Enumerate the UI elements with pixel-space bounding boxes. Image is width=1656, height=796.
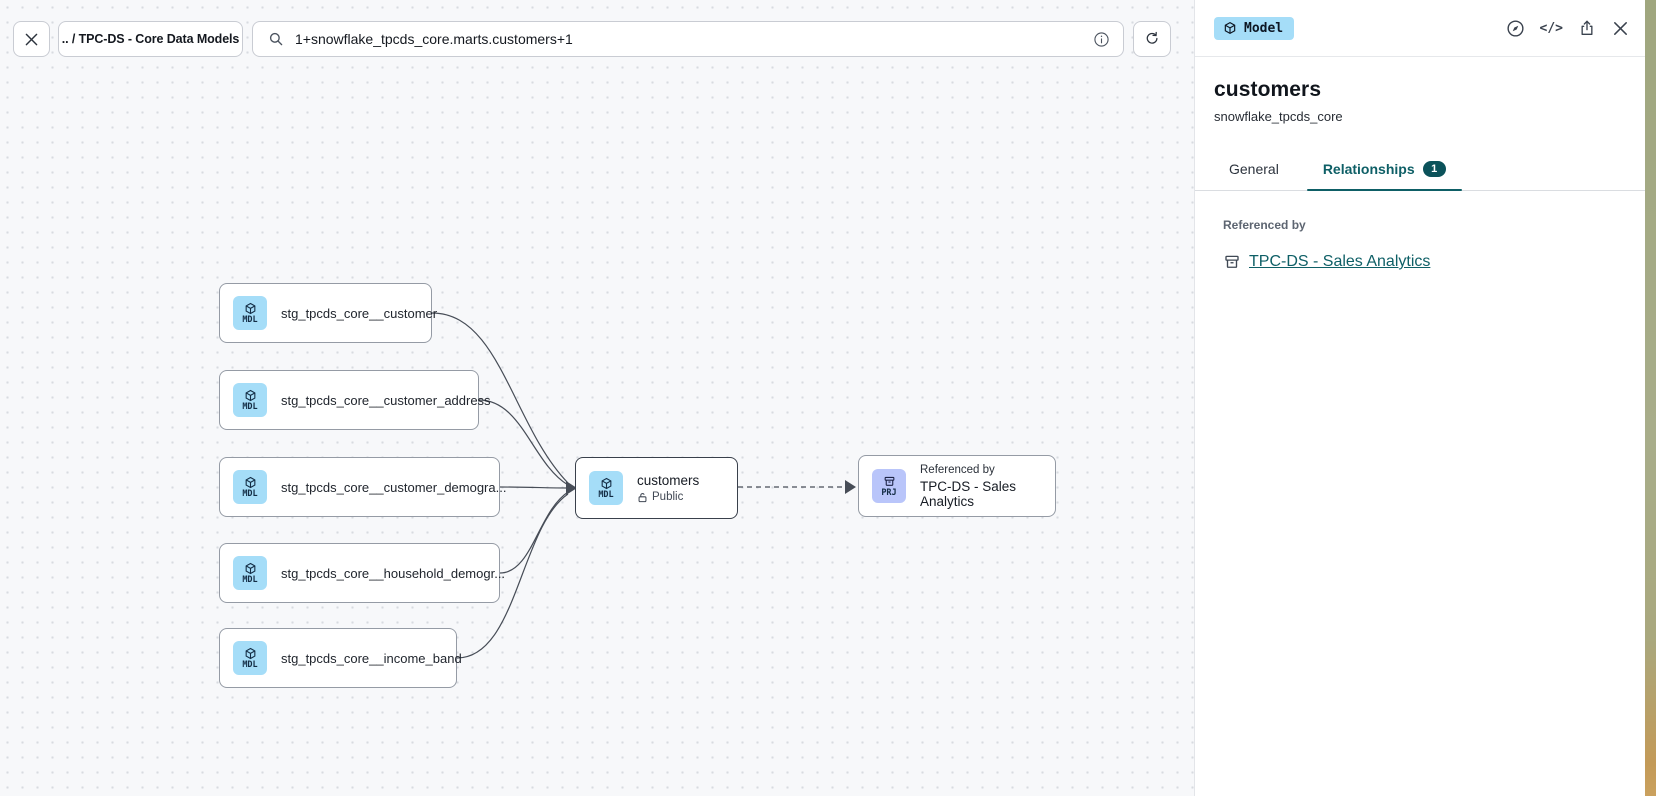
node-label: stg_tpcds_core__customer [281, 305, 438, 321]
model-icon: MDL [233, 470, 267, 504]
node-caption: Referenced by [920, 463, 995, 476]
info-icon[interactable] [1092, 30, 1111, 49]
unlock-icon [637, 492, 648, 503]
panel-tabs: General Relationships 1 [1195, 151, 1645, 191]
code-icon[interactable]: </> [1539, 20, 1563, 36]
project-subtitle: snowflake_tpcds_core [1214, 109, 1343, 124]
refresh-icon [1143, 30, 1161, 48]
selector-input[interactable] [295, 31, 1082, 47]
referenced-by-label: Referenced by [1223, 218, 1306, 232]
node-stg-tpcds-core-household-demographics[interactable]: MDL stg_tpcds_core__household_demogr... [219, 543, 505, 603]
node-label: stg_tpcds_core__customer_address [281, 392, 491, 408]
model-icon: MDL [233, 383, 267, 417]
reference-project-link[interactable]: TPC-DS - Sales Analytics [1249, 253, 1431, 270]
search-icon [267, 30, 285, 48]
close-icon [23, 31, 40, 48]
node-label: stg_tpcds_core__income_band [281, 650, 462, 666]
node-stg-tpcds-core-customer-demographics[interactable]: MDL stg_tpcds_core__customer_demogra... [219, 457, 506, 517]
model-icon: MDL [233, 556, 267, 590]
tab-relationships[interactable]: Relationships 1 [1306, 151, 1462, 191]
breadcrumb[interactable]: .. / TPC-DS - Core Data Models [58, 21, 243, 57]
node-title: TPC-DS - Sales Analytics [920, 478, 1017, 509]
desktop-wallpaper-strip [1645, 0, 1656, 796]
refresh-button[interactable] [1133, 21, 1171, 57]
details-panel: Model </> customers snowflake_tpcds_core [1194, 0, 1645, 796]
resource-type-badge: Model [1214, 16, 1295, 40]
model-icon: MDL [233, 641, 267, 675]
node-stg-tpcds-core-customer-address[interactable]: MDL stg_tpcds_core__customer_address [219, 370, 491, 430]
project-icon: PRJ [872, 469, 906, 503]
relationships-count-badge: 1 [1422, 161, 1446, 177]
cube-icon [1224, 21, 1236, 35]
lineage-selector-bar[interactable] [252, 21, 1124, 57]
tab-general[interactable]: General [1229, 161, 1279, 177]
project-icon [1223, 253, 1241, 271]
panel-header: Model </> [1195, 0, 1645, 57]
node-referenced-by-project[interactable]: PRJ Referenced by TPC-DS - Sales Analyti… [858, 455, 1056, 517]
model-icon: MDL [233, 296, 267, 330]
explore-lineage-icon[interactable] [1505, 18, 1526, 39]
node-access: Public [637, 491, 699, 503]
model-icon: MDL [589, 471, 623, 505]
node-label: stg_tpcds_core__household_demogr... [281, 565, 506, 581]
close-panel-icon[interactable] [1611, 19, 1630, 38]
node-stg-tpcds-core-income-band[interactable]: MDL stg_tpcds_core__income_band [219, 628, 462, 688]
node-title: customers [637, 473, 700, 488]
close-lineage-button[interactable] [13, 21, 50, 57]
page-title: customers [1214, 78, 1322, 101]
share-icon[interactable] [1577, 18, 1597, 38]
breadcrumb-label: .. / TPC-DS - Core Data Models [61, 32, 240, 46]
lineage-canvas[interactable]: .. / TPC-DS - Core Data Models MDL stg_t… [0, 0, 1194, 796]
node-stg-tpcds-core-customer[interactable]: MDL stg_tpcds_core__customer [219, 283, 437, 343]
lineage-edges [431, 312, 856, 659]
node-label: stg_tpcds_core__customer_demogra... [281, 479, 507, 495]
reference-list-item[interactable]: TPC-DS - Sales Analytics [1223, 253, 1617, 271]
node-customers-selected[interactable]: MDL customers Public [575, 457, 738, 519]
